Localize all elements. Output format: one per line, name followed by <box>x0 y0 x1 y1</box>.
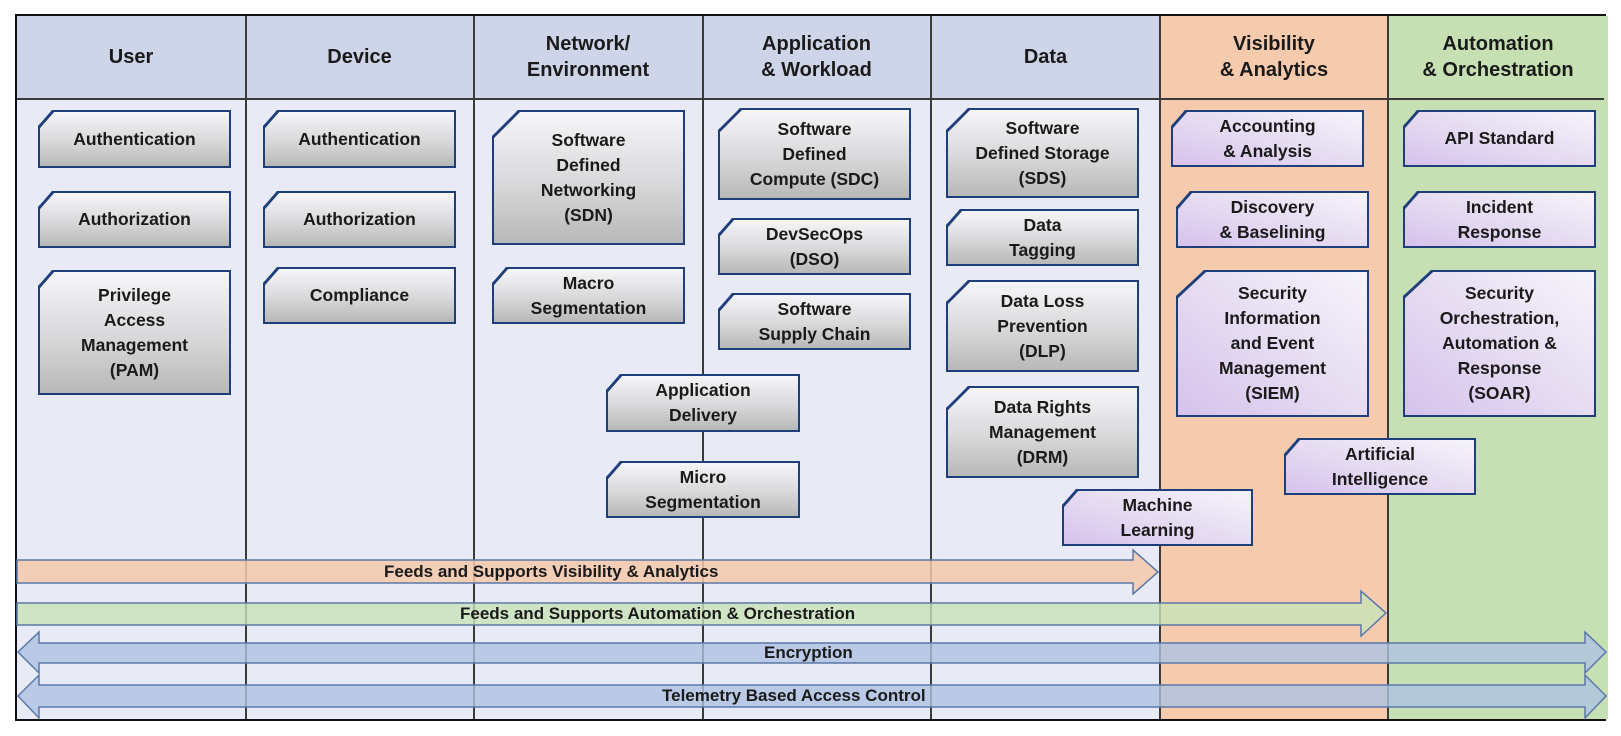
capability-visibility-discovery: Discovery & Baselining <box>1176 191 1369 248</box>
capability-device-authentication: Authentication <box>263 110 456 168</box>
capability-data-sds: Software Defined Storage (SDS) <box>946 108 1139 198</box>
capability-artificial-intelligence: Artificial Intelligence <box>1284 438 1476 495</box>
capability-app-devsecops: DevSecOps (DSO) <box>718 218 911 275</box>
capability-data-drm: Data Rights Management (DRM) <box>946 386 1139 478</box>
capability-machine-learning: Machine Learning <box>1062 489 1253 546</box>
capability-device-compliance: Compliance <box>263 267 456 324</box>
capability-device-authorization: Authorization <box>263 191 456 248</box>
capability-network-macro-segmentation: Macro Segmentation <box>492 267 685 324</box>
capability-visibility-accounting: Accounting & Analysis <box>1171 110 1364 167</box>
flow-label-automation: Feeds and Supports Automation & Orchestr… <box>460 604 856 623</box>
column-header-automation: Automation & Orchestration <box>1422 33 1574 81</box>
capability-app-supply-chain: Software Supply Chain <box>718 293 911 350</box>
header-band-pillars <box>17 16 1160 98</box>
header-band-visibility <box>1160 16 1388 98</box>
capability-user-authorization: Authorization <box>38 191 231 248</box>
capability-network-sdn: Software Defined Networking (SDN) <box>492 110 685 245</box>
column-divider <box>930 16 932 719</box>
header-band-automation <box>1388 16 1608 98</box>
capability-application-delivery: Application Delivery <box>606 374 800 432</box>
capability-data-dlp: Data Loss Prevention (DLP) <box>946 280 1139 372</box>
column-divider <box>473 16 475 719</box>
column-header-user: User <box>108 46 154 68</box>
column-divider <box>702 16 704 719</box>
capability-user-pam: Privilege Access Management (PAM) <box>38 270 231 395</box>
column-header-data: Data <box>1023 46 1068 68</box>
capability-automation-incident-response: Incident Response <box>1403 191 1596 248</box>
column-header-application: Application & Workload <box>761 33 872 81</box>
capability-app-sdc: Software Defined Compute (SDC) <box>718 108 911 200</box>
flow-label-telemetry: Telemetry Based Access Control <box>662 686 926 705</box>
capability-automation-soar: Security Orchestration, Automation & Res… <box>1403 270 1596 417</box>
capability-automation-api-standard: API Standard <box>1403 110 1596 167</box>
column-divider <box>1159 16 1161 719</box>
column-header-visibility: Visibility & Analytics <box>1219 33 1329 81</box>
column-header-device: Device <box>327 46 392 68</box>
column-divider <box>1387 16 1389 719</box>
column-divider <box>245 16 247 719</box>
column-header-network: Network/ Environment <box>526 33 650 81</box>
flow-label-encryption: Encryption <box>764 643 853 662</box>
capability-micro-segmentation: Micro Segmentation <box>606 461 800 518</box>
capability-user-authentication: Authentication <box>38 110 231 168</box>
flow-label-visibility: Feeds and Supports Visibility & Analytic… <box>384 562 719 581</box>
header-divider <box>17 98 1604 100</box>
capability-visibility-siem: Security Information and Event Managemen… <box>1176 270 1369 417</box>
capability-data-tagging: Data Tagging <box>946 209 1139 266</box>
